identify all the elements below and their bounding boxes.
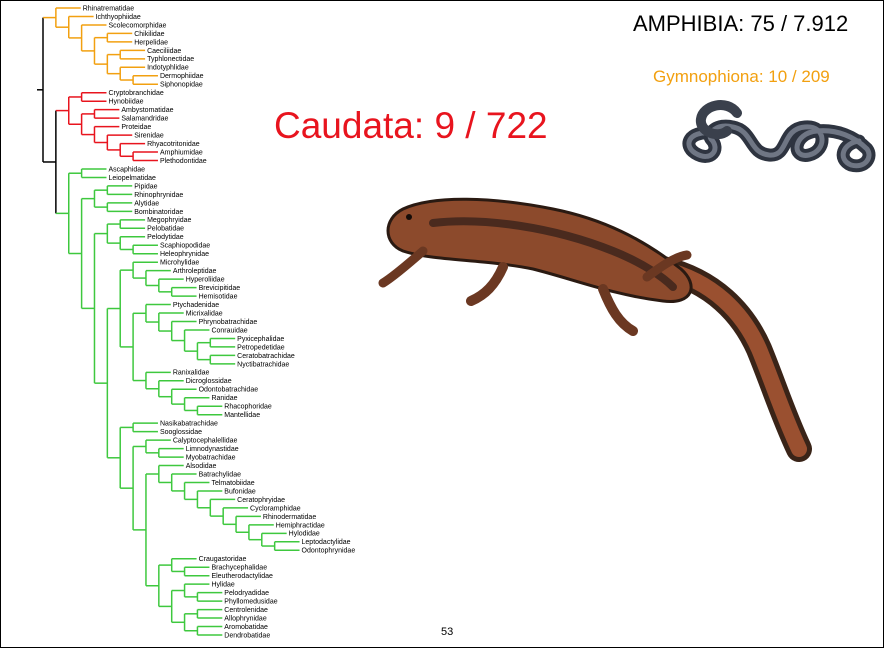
gymnophiona-count-label: Gymnophiona: 10 / 209 — [653, 67, 830, 87]
taxon-label: Caeciliidae — [147, 48, 181, 55]
taxon-label: Sirenidae — [134, 132, 164, 139]
taxon-label: Proteidae — [121, 124, 151, 131]
taxon-label: Amphiumidae — [160, 149, 203, 156]
taxon-label: Herpelidae — [134, 39, 168, 46]
taxon-label: Dermophiidae — [160, 73, 204, 80]
taxon-label: Leptodactylidae — [302, 539, 351, 546]
taxon-label: Eleutherodactylidae — [211, 573, 273, 580]
taxon-label: Odontobatrachidae — [199, 387, 259, 394]
taxon-label: Ranixalidae — [173, 370, 210, 377]
taxon-label: Hyperoliidae — [186, 277, 225, 284]
taxon-label: Hylidae — [211, 582, 234, 589]
taxon-label: Hemiphractidae — [276, 522, 325, 529]
taxon-label: Alytidae — [134, 200, 159, 207]
salamander-photo — [363, 173, 849, 469]
taxon-label: Leiopelmatidae — [108, 175, 156, 182]
taxon-label: Dicroglossidae — [186, 378, 232, 385]
taxon-label: Heleophrynidae — [160, 251, 209, 258]
taxon-label: Scaphiopodidae — [160, 243, 210, 250]
taxon-label: Conrauidae — [211, 327, 247, 334]
taxon-label: Centrolenidae — [224, 607, 268, 614]
taxon-label: Hylodidae — [289, 531, 320, 538]
taxon-label: Cycloramphidae — [250, 505, 301, 512]
taxon-label: Odontophrynidae — [302, 548, 356, 555]
taxon-label: Typhlonectidae — [147, 56, 194, 63]
taxon-label: Bombinatoridae — [134, 209, 183, 216]
taxon-label: Phrynobatrachidae — [199, 319, 258, 326]
taxon-label: Plethodontidae — [160, 158, 207, 165]
taxon-label: Pelodryadidae — [224, 590, 269, 597]
taxon-label: Siphonopidae — [160, 82, 203, 89]
taxon-label: Brachycephalidae — [211, 565, 267, 572]
taxon-label: Myobatrachidae — [186, 454, 236, 461]
taxon-label: Rhyacotritonidae — [147, 141, 200, 148]
taxon-label: Bufonidae — [224, 488, 256, 495]
taxon-label: Ascaphidae — [108, 166, 145, 173]
taxon-label: Ichthyophiidae — [96, 14, 141, 21]
taxon-label: Rhinodermatidae — [263, 514, 316, 521]
taxon-label: Ptychadenidae — [173, 302, 219, 309]
taxon-label: Rhacophoridae — [224, 404, 272, 411]
taxon-label: Nasikabatrachidae — [160, 421, 218, 428]
taxon-label: Calyptocephalellidae — [173, 438, 238, 445]
taxon-label: Rhinophrynidae — [134, 192, 183, 199]
taxon-label: Arthroleptidae — [173, 268, 217, 275]
taxon-label: Ambystomatidae — [121, 107, 173, 114]
taxon-label: Pelodytidae — [147, 234, 184, 241]
taxon-label: Scolecomorphidae — [108, 22, 166, 29]
taxon-label: Brevicipitidae — [199, 285, 241, 292]
taxon-label: Sooglossidae — [160, 429, 202, 436]
taxon-label: Aromobatidae — [224, 624, 268, 631]
taxon-label: Telmatobiidae — [211, 480, 254, 487]
taxon-label: Ceratophryidae — [237, 497, 285, 504]
taxon-label: Pelobatidae — [147, 226, 184, 233]
taxon-label: Limnodynastidae — [186, 446, 239, 453]
taxon-label: Micrixalidae — [186, 310, 223, 317]
taxon-label: Chikilidae — [134, 31, 164, 38]
taxon-label: Dendrobatidae — [224, 632, 270, 639]
taxon-label: Hynobiidae — [108, 99, 143, 106]
taxon-label: Ranidae — [211, 395, 237, 402]
taxon-label: Pyxicephalidae — [237, 336, 284, 343]
taxon-label: Rhinatrematidae — [83, 5, 134, 12]
taxon-label: Indotyphlidae — [147, 65, 189, 72]
taxon-label: Craugastoridae — [199, 556, 247, 563]
taxon-label: Pipidae — [134, 183, 157, 190]
taxon-label: Phyllomedusidae — [224, 599, 277, 606]
caudata-count-label: Caudata: 9 / 722 — [274, 105, 548, 147]
taxon-label: Microhylidae — [160, 260, 199, 267]
taxon-label: Alsodidae — [186, 463, 217, 470]
amphibia-count-title: AMPHIBIA: 75 / 7.912 — [633, 11, 848, 37]
page-number: 53 — [441, 626, 453, 638]
taxon-label: Allophrynidae — [224, 615, 267, 622]
taxon-label: Cryptobranchidae — [108, 90, 163, 97]
caecilian-photo — [677, 93, 879, 183]
taxon-label: Nyctibatrachidae — [237, 361, 289, 368]
taxon-label: Mantellidae — [224, 412, 260, 419]
taxon-label: Megophryidae — [147, 217, 191, 224]
taxon-label: Batrachylidae — [199, 471, 242, 478]
taxon-label: Salamandridae — [121, 116, 168, 123]
taxon-label: Ceratobatrachidae — [237, 353, 295, 360]
taxon-label: Petropedetidae — [237, 344, 285, 351]
taxon-label: Hemisotidae — [199, 293, 238, 300]
